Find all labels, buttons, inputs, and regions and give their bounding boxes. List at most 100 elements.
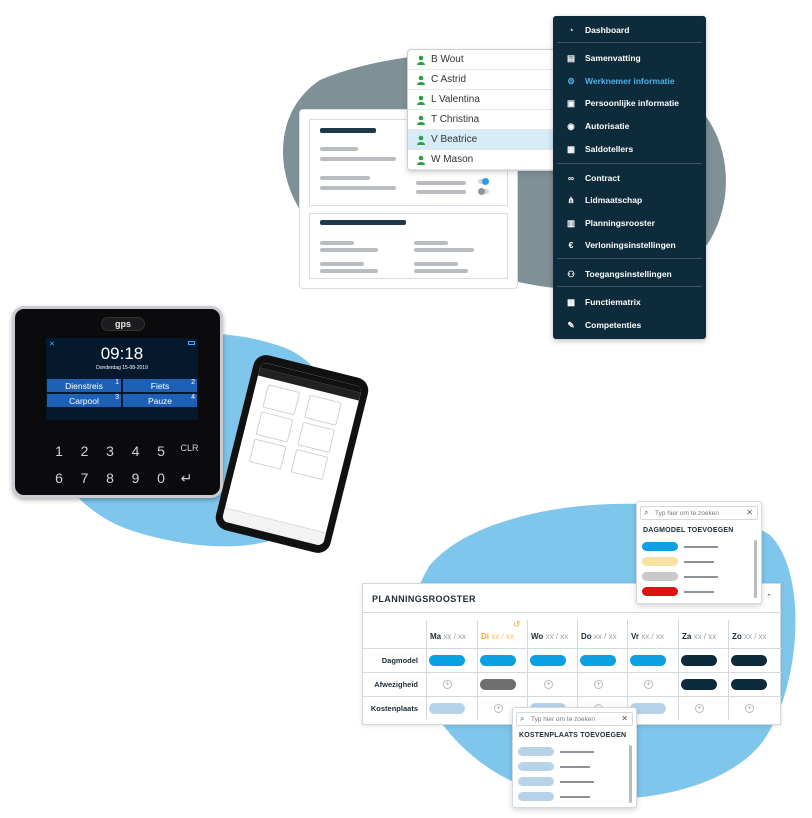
menu-item-label: Functiematrix [585,297,641,307]
menu-item-autorisatie[interactable]: ◉Autorisatie [553,116,706,136]
color-option-swatch[interactable] [518,777,554,786]
matrix-icon: ▩ [566,296,576,307]
employee-name: B Wout [431,54,464,65]
keypad-key-enter[interactable]: ↵ [180,470,193,486]
clear-icon[interactable]: ✕ [746,508,753,517]
keypad-key-4[interactable]: 4 [131,443,140,459]
add-cell-button[interactable]: + [745,704,754,713]
color-option-swatch[interactable] [518,747,554,756]
schedule-cell-blue[interactable] [480,655,516,666]
employee-list-item[interactable]: C Astrid [408,70,570,90]
color-option-swatch[interactable] [642,557,678,566]
menu-item-lidmaatschap[interactable]: ⋔Lidmaatschap [553,190,706,210]
schedule-cell-light[interactable] [630,703,666,714]
employee-list-item[interactable]: B Wout [408,50,570,70]
menu-item-functiematrix[interactable]: ▩ Functiematrix [553,292,706,312]
schedule-cell-blue[interactable] [630,655,666,666]
day-date: xx / xx [693,632,717,641]
user-icon [416,55,426,65]
menu-item-verloningsinstellingen[interactable]: €Verloningsinstellingen [553,235,706,255]
battery-icon [188,341,195,345]
menu-item-dashboard[interactable]: ◔Dashboard [553,20,706,40]
toggle-on[interactable] [478,178,489,185]
grid-column-divider [627,620,628,720]
employee-list-item[interactable]: T Christina [408,110,570,130]
schedule-cell-dark[interactable] [681,655,717,666]
employee-list-item[interactable]: V Beatrice [408,130,570,150]
schedule-cell-dark[interactable] [731,679,767,690]
add-cell-button[interactable]: + [443,680,452,689]
color-option-swatch[interactable] [642,542,678,551]
undo-icon[interactable]: ↺ [513,619,521,629]
search-icon: ⌕ [644,508,649,517]
menu-item-contract[interactable]: ∞Contract [553,168,706,188]
add-cell-button[interactable]: + [494,704,503,713]
menu-item-label: Lidmaatschap [585,195,643,205]
keypad-key-1[interactable]: 1 [55,443,63,459]
add-cell-button[interactable]: + [544,680,553,689]
calendar-icon: ▥ [566,217,576,228]
counter-icon: ▦ [566,143,576,154]
add-cell-button[interactable]: + [695,704,704,713]
schedule-cell-dark[interactable] [681,679,717,690]
color-option-swatch[interactable] [518,762,554,771]
dagmodel-search-input[interactable]: ⌕ Typ hier om te zoeken ✕ [640,506,758,520]
users-icon: ⚇ [567,268,575,279]
keypad-key-clr[interactable]: CLR [180,443,199,453]
menu-item-werknemer-informatie[interactable]: ⚙Werknemer informatie [553,71,706,91]
competence-icon: ✎ [567,319,575,330]
dropdown-scrollbar[interactable] [629,745,632,803]
menu-item-saldotellers[interactable]: ▦Saldotellers [553,139,706,159]
menu-item-competenties[interactable]: ✎ Competenties [553,315,706,335]
summary-icon: ▤ [566,52,576,63]
dropdown-scrollbar[interactable] [754,540,757,598]
menu-item-persoonlijke-informatie[interactable]: ▣Persoonlijke informatie [553,93,706,113]
day-date: xx / xx [443,632,467,641]
toggle-off[interactable] [478,188,489,195]
add-cell-button[interactable]: + [644,680,653,689]
keypad-key-5[interactable]: 5 [157,443,165,459]
keypad-key-2[interactable]: 2 [80,443,89,459]
keypad-key-7[interactable]: 7 [80,470,89,486]
grid-column-divider [527,620,528,720]
schedule-cell-light[interactable] [429,703,465,714]
add-cell-button[interactable]: + [594,680,603,689]
kostenplaats-search-input[interactable]: ⌕ Typ hier om te zoeken ✕ [516,712,633,726]
keypad-key-0[interactable]: 0 [157,470,165,486]
terminal-button-label: Dienstreis [65,380,103,391]
info-section-top [309,119,508,206]
schedule-cell-blue[interactable] [530,655,566,666]
keypad-key-9[interactable]: 9 [131,470,140,486]
menu-item-label: Werknemer informatie [585,76,675,86]
collapse-chevron-icon[interactable]: ⌃ [766,594,772,601]
day-name: Zo [732,632,742,641]
menu-item-samenvatting[interactable]: ▤Samenvatting [553,48,706,68]
color-option-swatch[interactable] [518,792,554,801]
day-header-do: Do xx / xx [581,632,617,641]
employee-list-item[interactable]: L Valentina [408,90,570,110]
schedule-cell-blue[interactable] [429,655,465,666]
keypad-key-3[interactable]: 3 [106,443,114,459]
option-label-line [560,781,594,783]
menu-item-planningsrooster[interactable]: ▥Planningsrooster [553,213,706,233]
clear-icon[interactable]: ✕ [621,714,628,723]
schedule-cell-blue[interactable] [580,655,616,666]
menu-item-label: Competenties [585,320,642,330]
menu-separator [557,258,702,259]
color-option-swatch[interactable] [642,587,678,596]
keypad-key-6[interactable]: 6 [55,470,63,486]
employee-list-item[interactable]: W Mason [408,150,570,170]
color-option-swatch[interactable] [642,572,678,581]
menu-item-toegangsinstellingen[interactable]: ⚇Toegangsinstellingen [553,264,706,284]
day-header-za: Za xx / xx [682,632,716,641]
day-name: Wo [531,632,544,641]
schedule-cell-dark[interactable] [731,655,767,666]
schedule-cell-grey[interactable] [480,679,516,690]
keypad-key-8[interactable]: 8 [106,470,114,486]
terminal-button-label: Carpool [69,395,99,406]
